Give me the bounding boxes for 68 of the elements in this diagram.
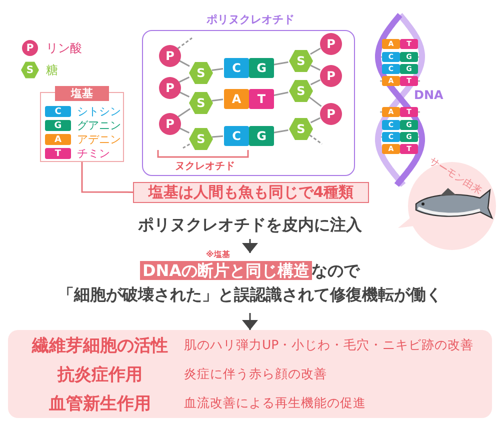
- phosphate-circle: P: [159, 77, 181, 99]
- base-tag: T: [45, 148, 71, 159]
- sugar-hexagon: S: [289, 117, 313, 141]
- node-label: ※塩基: [206, 249, 230, 260]
- phosphate-circle: P: [320, 65, 342, 87]
- connector-line: [178, 76, 190, 83]
- sugar-hexagon: S: [189, 61, 213, 85]
- arrow: [242, 239, 258, 253]
- node-label: グアニン: [77, 118, 121, 133]
- base-tag: G: [45, 120, 71, 131]
- base-tag: C: [224, 126, 249, 146]
- result-panel: [8, 330, 492, 418]
- dashed-line: [309, 134, 322, 145]
- dashed-line: [177, 37, 192, 50]
- frame-title: ポリヌクレオチド: [206, 12, 296, 27]
- phosphate-circle: P: [159, 45, 181, 67]
- sugar-hexagon: S: [189, 91, 213, 115]
- label: DNA: [414, 88, 444, 102]
- text: 炎症に伴う赤ら顔の改善: [184, 366, 328, 382]
- text: 「細胞が破壊された」と誤認識されて修復機転が働く: [57, 285, 443, 306]
- connector-line: [178, 108, 191, 118]
- connector-line: [272, 129, 288, 134]
- connector-line: [310, 64, 321, 71]
- connector-line: [81, 162, 133, 193]
- base-tag: T: [249, 89, 274, 109]
- node-label: チミン: [77, 146, 110, 161]
- connector-line: [272, 61, 288, 66]
- connector-line: [310, 117, 321, 124]
- highlight-text: DNAの断片と同じ構造: [140, 261, 312, 280]
- base-tag: A: [224, 89, 249, 109]
- phosphate-circle: P: [22, 40, 38, 56]
- heading: 血管新生作用: [48, 392, 152, 414]
- base-tag: G: [249, 126, 274, 146]
- connector-line: [212, 135, 224, 138]
- sugar-hexagon: S: [289, 79, 313, 103]
- connector-line: [309, 96, 322, 107]
- connector-line: [178, 60, 190, 67]
- phosphate-circle: P: [159, 113, 181, 135]
- connector-line: [310, 48, 321, 55]
- arrow: [242, 313, 258, 330]
- connector-line: [310, 79, 321, 86]
- base-tag: G: [249, 58, 274, 78]
- node-label: シトシン: [77, 104, 121, 119]
- sugar-hexagon: S: [289, 49, 313, 73]
- base-tag: C: [45, 106, 71, 117]
- heading: 繊維芽細胞の活性: [30, 334, 169, 356]
- connector-line: [178, 127, 190, 134]
- connector-line: [272, 92, 288, 96]
- text: 血流改善による再生機能の促進: [184, 394, 367, 412]
- note-box: 塩基は人間も魚も同じで4種類: [133, 182, 369, 203]
- node-label: リン酸: [46, 40, 82, 57]
- phosphate-circle: P: [320, 103, 342, 125]
- node-label: 糖: [46, 62, 58, 79]
- node-label: アデニン: [77, 132, 121, 147]
- connector-line: [212, 68, 224, 72]
- dashed-line: [182, 143, 190, 149]
- heading-tag: 塩基: [55, 86, 109, 101]
- sugar-hexagon: S: [21, 61, 39, 79]
- bubble-text: サーモン由来: [426, 154, 485, 198]
- text: 肌のハリ弾力UP・小じわ・毛穴・ニキビ跡の改善: [184, 336, 475, 354]
- heading: 抗炎症作用: [56, 364, 144, 386]
- connector-line: [178, 91, 190, 98]
- step-text: ポリヌクレオチドを皮内に注入: [110, 215, 390, 239]
- base-tag: A: [45, 134, 71, 145]
- base-tag: C: [224, 58, 249, 78]
- connector-line: [212, 98, 224, 102]
- sugar-hexagon: S: [189, 127, 213, 151]
- phosphate-circle: P: [320, 33, 342, 55]
